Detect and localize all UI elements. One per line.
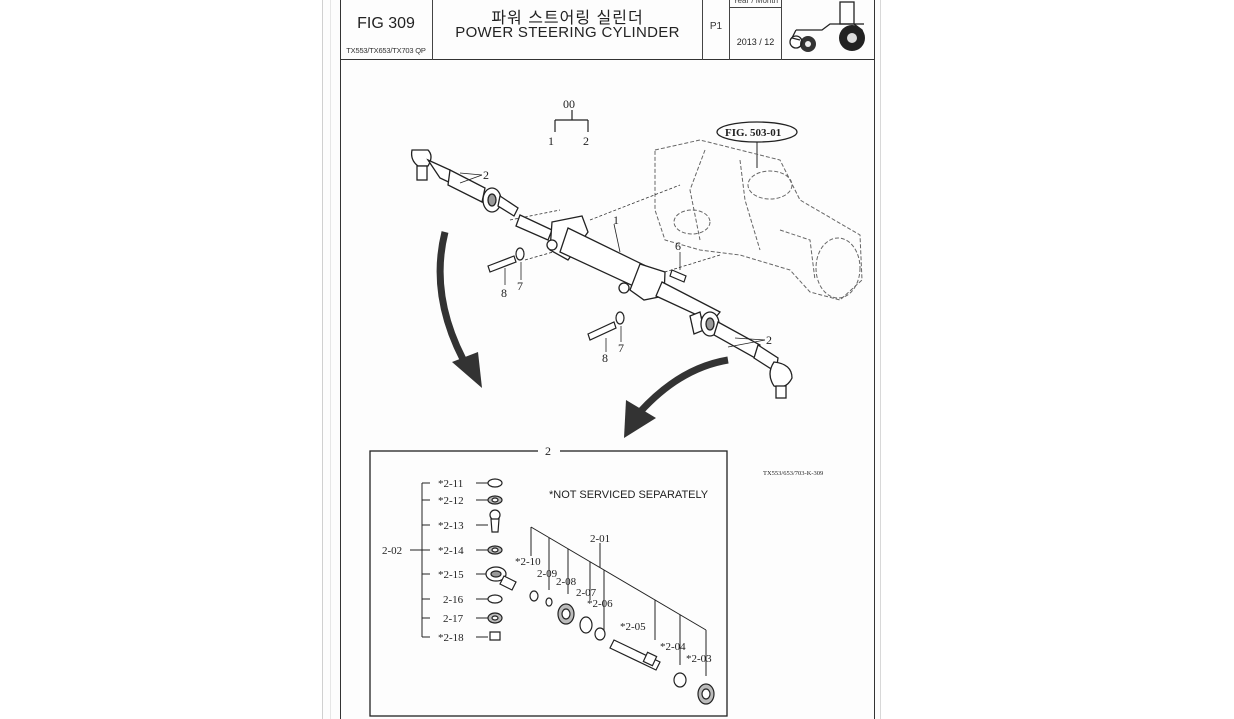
- scan-edge: [330, 0, 331, 719]
- page-cell: P1: [703, 0, 730, 60]
- tie-rod-left: [410, 149, 519, 217]
- rod-part-6: *2-04: [660, 641, 686, 653]
- group-part-7: *2-18: [438, 632, 464, 644]
- rod-part-3: 2-07: [576, 587, 597, 599]
- steering-cylinder: [515, 214, 722, 323]
- rod-part-1: 2-09: [537, 568, 558, 580]
- date-heading: Year / Month: [730, 0, 781, 8]
- label-bolt-left: 8: [501, 286, 507, 300]
- model-list: TX553/TX653/TX703 QP: [346, 46, 426, 55]
- detail-note: *NOT SERVICED SEPARATELY: [549, 489, 709, 501]
- group-bracket: [410, 482, 488, 638]
- label-cylinder: 1: [613, 213, 619, 227]
- rod-bracket: [530, 526, 707, 676]
- title-english: POWER STEERING CYLINDER: [455, 24, 680, 41]
- rod-part-4: *2-06: [587, 598, 613, 610]
- bolt-washer-right: [587, 311, 625, 341]
- rod-assembly-label: 2-01: [590, 533, 610, 545]
- page-sheet: [322, 0, 881, 719]
- title-korean: 파워 스트어링 실린더: [491, 10, 644, 27]
- group-part-3: *2-14: [438, 545, 464, 557]
- group-part-6: 2-17: [443, 613, 464, 625]
- label-tie-rod-right: 2: [766, 333, 772, 347]
- rod-part-7: *2-03: [686, 653, 712, 665]
- rod-components: [529, 590, 715, 705]
- detail-heading: 2: [545, 444, 551, 458]
- detail-box: [369, 444, 728, 717]
- fig-cell: FIG 309 TX553/TX653/TX703 QP: [340, 0, 433, 60]
- group-part-0: *2-11: [438, 478, 463, 490]
- group-part-4: *2-15: [438, 569, 464, 581]
- group-part-5: 2-16: [443, 594, 464, 606]
- bolt-washer-left: [487, 247, 525, 273]
- assembly-bracket: [554, 110, 589, 132]
- arrow-left-icon: [436, 231, 482, 388]
- title-cell: 파워 스트어링 실린더 POWER STEERING CYLINDER: [433, 0, 703, 60]
- page-number: P1: [709, 21, 723, 32]
- pin-part: [669, 269, 687, 283]
- drawing-frame: [340, 0, 875, 719]
- axle-housing-phantom: [654, 139, 863, 301]
- fig-number: FIG 309: [357, 15, 415, 32]
- drawing-code: TX553/653/703-K-309: [763, 470, 823, 477]
- assembly-number: 00: [563, 97, 575, 111]
- ball-joint-parts: [485, 478, 517, 641]
- title-block: FIG 309 TX553/TX653/TX703 QP 파워 스트어링 실린더…: [340, 0, 875, 60]
- group-label: 2-02: [382, 545, 402, 557]
- arrow-right-icon: [624, 356, 729, 438]
- group-part-1: *2-12: [438, 495, 464, 507]
- label-washer-left: 7: [517, 279, 523, 293]
- date-cell: Year / Month 2013 / 12: [730, 0, 782, 60]
- group-part-2: *2-13: [438, 520, 464, 532]
- tie-rod-right: [689, 311, 793, 399]
- rod-part-0: *2-10: [515, 556, 541, 568]
- label-washer-right: 7: [618, 341, 624, 355]
- label-pin: 6: [675, 239, 681, 253]
- assembly-part-1: 1: [548, 134, 554, 148]
- tractor-icon: [789, 1, 865, 52]
- assembly-part-2: 2: [583, 134, 589, 148]
- reference-figure: FIG. 503-01: [725, 127, 781, 139]
- date-value: 2013 / 12: [736, 37, 775, 47]
- logo-cell: [782, 0, 874, 60]
- label-bolt-right: 8: [602, 351, 608, 365]
- rod-part-5: *2-05: [620, 621, 646, 633]
- rod-part-2: 2-08: [556, 576, 577, 588]
- label-tie-rod-left: 2: [483, 168, 489, 182]
